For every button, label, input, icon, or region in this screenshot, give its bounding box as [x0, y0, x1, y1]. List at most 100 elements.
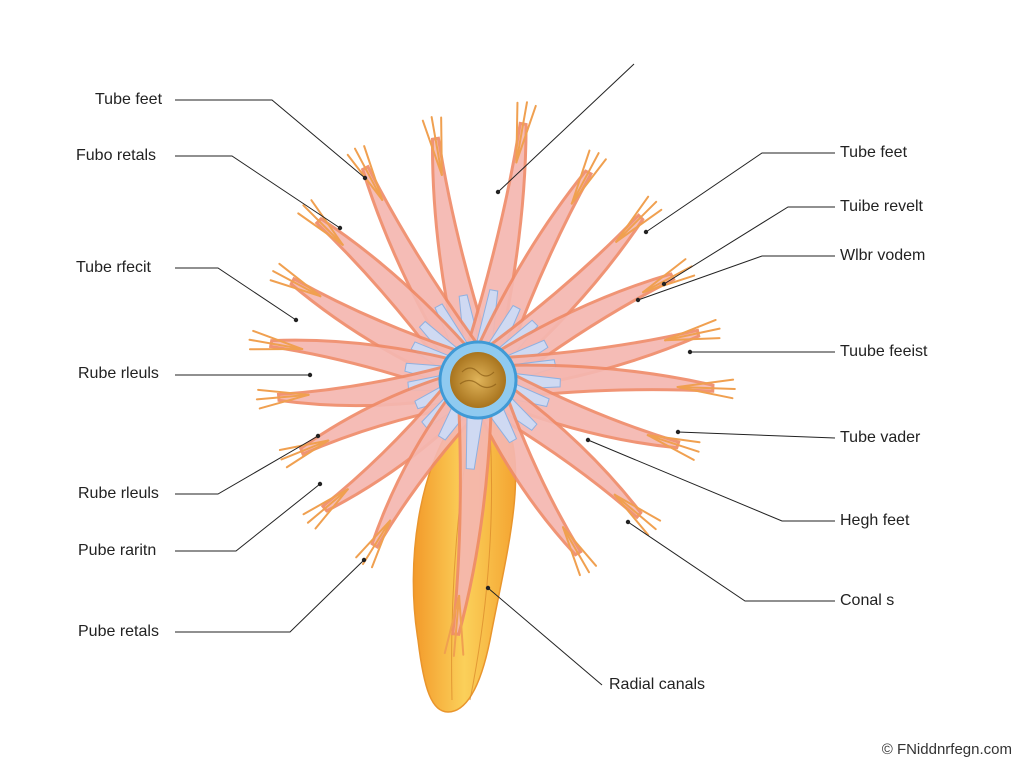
arrowhead	[661, 281, 667, 287]
arm	[268, 338, 450, 392]
arrowhead	[485, 585, 491, 591]
tube-foot	[430, 116, 443, 176]
tube-foot	[443, 594, 461, 655]
tube-foot	[615, 200, 658, 243]
label-tube-feet-right-1: Tube feet	[840, 144, 908, 161]
tube-foot	[310, 199, 344, 246]
tube-foot	[515, 101, 519, 164]
tube-foot	[570, 158, 607, 205]
leader-line	[627, 521, 835, 602]
label-conal-s: Conal s	[840, 592, 895, 609]
tube-foot	[248, 338, 304, 351]
tube-foot	[421, 119, 443, 176]
leader-line	[175, 435, 319, 495]
tube-foot	[370, 519, 392, 569]
label-rube-rleuls-1: Rube rleuls	[78, 365, 159, 382]
tube-foot	[452, 594, 461, 657]
arrowhead	[675, 429, 681, 435]
arrowhead	[337, 225, 343, 231]
arm	[509, 363, 715, 399]
arm	[430, 136, 490, 352]
label-tube-feet-left-1: Tube feet	[95, 91, 163, 108]
arrowhead	[585, 437, 591, 443]
tube-foot	[613, 493, 650, 536]
tube-foot	[615, 208, 663, 243]
arrowhead	[361, 557, 367, 563]
label-radial-canals: Radial canals	[609, 676, 706, 693]
tube-foot	[562, 526, 581, 577]
leader-arrowheads	[293, 175, 693, 591]
arrowhead	[317, 481, 323, 487]
arrowhead	[293, 317, 299, 323]
tube-foot	[562, 526, 590, 574]
tube-foot	[676, 385, 736, 390]
tube-foot	[613, 493, 662, 522]
stalk-inner-line	[469, 429, 493, 701]
leader-line	[587, 439, 835, 522]
tube-foot	[258, 393, 310, 410]
leader-line	[487, 587, 603, 686]
leader-line	[677, 431, 836, 439]
label-tube-rfecit: Tube rfecit	[76, 259, 151, 276]
tube-foot	[642, 258, 687, 294]
tube-foot	[314, 488, 349, 530]
arrowhead	[315, 433, 321, 439]
arm	[498, 272, 676, 381]
arrowhead	[643, 229, 649, 235]
leader-line	[637, 255, 835, 301]
label-wlbr-vodem: Wlbr vodem	[840, 247, 926, 264]
tube-foot	[676, 378, 735, 388]
leader-lines	[175, 63, 836, 686]
tube-foot	[562, 526, 598, 567]
tube-foot	[646, 434, 695, 461]
tube-foot	[440, 116, 443, 176]
arrowhead	[495, 189, 501, 195]
tube-foot	[306, 488, 349, 524]
tube-foot	[642, 274, 696, 294]
label-pube-retals: Pube retals	[78, 623, 159, 640]
label-rube-rleuls-2: Rube rleuls	[78, 485, 159, 502]
tube-foot	[272, 270, 322, 298]
tube-foot	[280, 439, 330, 461]
label-pube-raritn: Pube raritn	[78, 542, 157, 559]
leader-line	[497, 63, 635, 193]
arms-group	[248, 101, 736, 657]
tube-foot	[269, 279, 322, 298]
label-tuube-feeist: Tuube feeist	[840, 343, 928, 360]
label-fubo-retals: Fubo retals	[76, 147, 157, 164]
tube-foot	[676, 385, 734, 400]
tube-foot	[515, 101, 528, 164]
tube-foot	[570, 149, 591, 205]
label-hegh-feet: Hegh feet	[840, 512, 910, 529]
arrowhead	[635, 297, 641, 303]
leader-line	[175, 155, 341, 229]
tube-foot	[664, 337, 721, 342]
arm	[477, 169, 594, 360]
tube-foot	[285, 439, 330, 469]
tube-foot	[355, 519, 392, 559]
leader-line	[645, 152, 835, 233]
tube-foot	[257, 388, 310, 396]
arrowhead	[362, 175, 368, 181]
tube-foot	[252, 329, 304, 351]
arrowhead	[307, 372, 313, 378]
tube-foot	[297, 212, 344, 246]
tube-foot	[255, 393, 310, 401]
leader-line	[175, 559, 365, 633]
tube-foot	[646, 434, 700, 453]
arrowhead	[687, 349, 693, 355]
tube-foot	[302, 488, 349, 516]
tube-foot	[646, 434, 701, 444]
tube-foot	[664, 327, 721, 342]
tube-foot	[353, 147, 384, 201]
tube-foot	[515, 104, 537, 164]
tube-foot	[302, 204, 344, 246]
leader-line	[175, 483, 321, 552]
label-tuibe-revelt: Tuibe revelt	[840, 198, 923, 215]
tube-foot	[278, 439, 330, 452]
label-tube-vader: Tube vader	[840, 429, 921, 446]
central-disc	[450, 352, 506, 408]
tube-foot	[363, 145, 384, 201]
tube-foot	[278, 262, 322, 298]
